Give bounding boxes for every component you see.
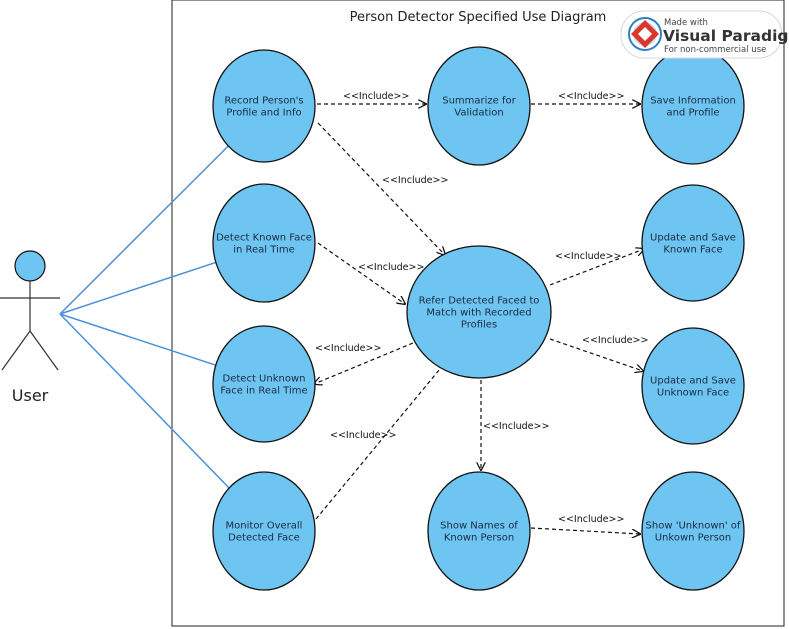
- use-case-label: Summarize for: [442, 96, 516, 107]
- use-case-label: in Real Time: [233, 245, 295, 256]
- use-case-label: Monitor Overall: [226, 521, 303, 532]
- use-case-label: Face in Real Time: [220, 386, 307, 397]
- include-label: <<Include>>: [343, 91, 409, 102]
- association-record: [59, 145, 229, 315]
- use-case-label: Update and Save: [650, 376, 736, 387]
- use-case-label: Save Information: [650, 96, 736, 107]
- use-case-label: Known Face: [663, 245, 722, 256]
- include-refer-to-update-unknown: <<Include>>: [549, 335, 648, 371]
- include-arrow: [549, 338, 643, 371]
- use-case-label: and Profile: [666, 108, 719, 119]
- use-case-label: Profile and Info: [226, 108, 301, 119]
- system-boundary: [171, 0, 785, 627]
- association-monitor: [59, 313, 230, 489]
- system-title: Person Detector Specified Use Diagram: [350, 10, 607, 25]
- include-label: <<Include>>: [555, 251, 621, 262]
- include-label: <<Include>>: [483, 421, 549, 432]
- include-refer-to-detect-unknown: <<Include>>: [314, 342, 414, 384]
- use-case-ellipse: [212, 49, 316, 163]
- actor-label: User: [12, 386, 49, 405]
- include-monitor-to-refer: <<Include>>: [315, 358, 449, 520]
- use-case-label: Validation: [454, 108, 503, 119]
- actor-user[interactable]: User: [0, 250, 60, 405]
- use-case-label: Update and Save: [650, 233, 736, 244]
- include-relationships: <<Include>> <<Include>> <<Include>> <<Inclu…: [314, 91, 648, 534]
- include-record-to-summarize: <<Include>>: [317, 91, 426, 104]
- include-detect-known-to-refer: <<Include>>: [317, 242, 424, 304]
- actor-right-leg: [29, 330, 59, 371]
- association-detect-unknown: [59, 313, 217, 366]
- include-label: <<Include>>: [315, 343, 381, 354]
- include-label: <<Include>>: [330, 430, 396, 441]
- use-case-ellipse: [406, 245, 552, 379]
- use-case-label: Refer Detected Faced to: [419, 296, 540, 307]
- use-case-ellipse: [641, 327, 745, 445]
- association-detect-known: [59, 261, 217, 315]
- include-arrow: [530, 527, 640, 534]
- include-arrow: [317, 122, 445, 255]
- use-case-ellipse: [427, 471, 531, 591]
- use-case-label: Detected Face: [228, 533, 300, 544]
- include-label: <<Include>>: [582, 335, 648, 346]
- visual-paradigm-logo-icon: [628, 17, 662, 51]
- include-summarize-to-save: <<Include>>: [531, 91, 640, 104]
- actor-left-leg: [1, 330, 31, 371]
- use-case-ellipse: [212, 471, 316, 591]
- include-label: <<Include>>: [358, 262, 424, 273]
- use-case-ellipse: [212, 183, 316, 303]
- watermark-line3: For non-commercial use: [664, 45, 766, 55]
- use-case-label: Record Person's: [224, 96, 303, 107]
- use-case-label: Unknown Face: [657, 388, 729, 399]
- actor-head: [14, 250, 46, 282]
- use-case-ellipse: [212, 325, 316, 443]
- use-case-label: Show Names of: [440, 521, 518, 532]
- use-case-label: Known Person: [444, 533, 514, 544]
- use-case-label: Show 'Unknown' of: [646, 521, 741, 532]
- watermark-line2: Visual Paradigm: [663, 27, 789, 45]
- include-show-names-to-show-unknown: <<Include>>: [530, 514, 640, 534]
- use-case-ellipse: [641, 471, 745, 591]
- include-refer-to-update-known: <<Include>>: [549, 249, 644, 286]
- include-refer-to-show-names: <<Include>>: [481, 380, 549, 470]
- include-record-to-refer: <<Include>>: [317, 122, 448, 255]
- use-case-ellipse: [641, 184, 745, 302]
- watermark-line1: Made with: [664, 18, 708, 28]
- include-arrow: [549, 249, 644, 286]
- include-label: <<Include>>: [558, 514, 624, 525]
- use-case-label: Detect Known Face: [216, 233, 312, 244]
- use-case-label: Match with Recorded: [426, 308, 531, 319]
- watermark-badge: [620, 10, 783, 59]
- association-lines: [59, 145, 230, 489]
- use-case-label: Unkown Person: [655, 533, 732, 544]
- use-case-label: Detect Unknown: [223, 374, 306, 385]
- visual-paradigm-watermark: Made with Visual Paradigm For non-commer…: [620, 10, 789, 59]
- use-case-label: Profiles: [461, 320, 497, 331]
- include-label: <<Include>>: [558, 91, 624, 102]
- include-arrow: [314, 342, 414, 384]
- include-arrow: [317, 242, 405, 304]
- include-label: <<Include>>: [382, 175, 448, 186]
- use-case-ellipse: [427, 46, 531, 166]
